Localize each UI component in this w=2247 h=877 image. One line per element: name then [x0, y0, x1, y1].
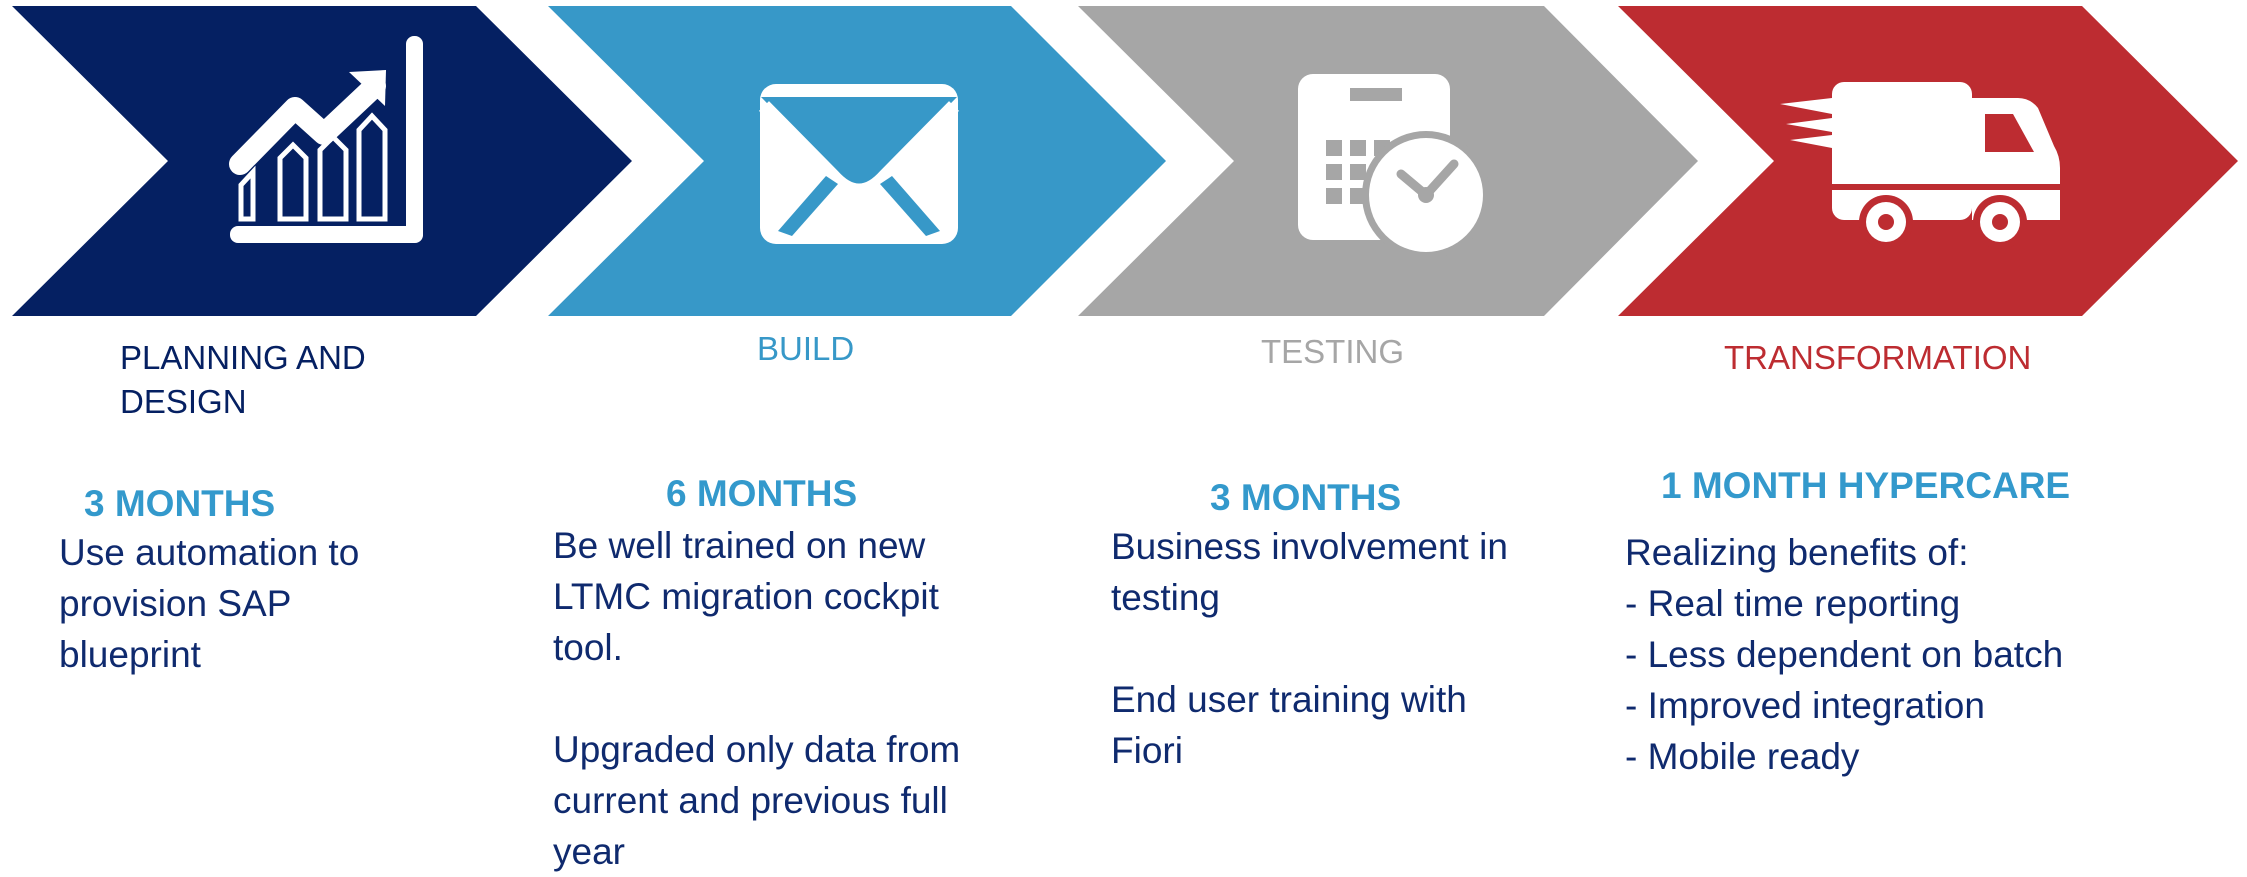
calendar-clock-icon — [1298, 74, 1490, 259]
description-line: LTMC migration cockpit — [553, 576, 939, 617]
phase-duration-testing: 3 MONTHS — [1210, 477, 1402, 518]
phase-title-testing: TESTING — [1261, 330, 1404, 374]
delivery-truck-icon — [1780, 82, 2060, 249]
description-line: Be well trained on new — [553, 525, 926, 566]
description-line: provision SAP — [59, 583, 292, 624]
description-line: tool. — [553, 627, 623, 668]
phase-title-line: DESIGN — [120, 383, 247, 420]
growth-chart-icon — [229, 36, 423, 243]
description-line: current and previous full — [553, 780, 948, 821]
phase-title-line: BUILD — [757, 330, 855, 367]
phase-description-testing: Business involvement in testing End user… — [1111, 521, 1508, 776]
phase-title-build: BUILD — [757, 327, 854, 371]
phase-duration-transformation: 1 MONTH HYPERCARE — [1661, 465, 2071, 506]
phase-duration-planning-and-design: 3 MONTHS — [84, 483, 276, 524]
description-line: Business involvement in — [1111, 526, 1508, 567]
phase-description-build: Be well trained on new LTMC migration co… — [553, 520, 960, 877]
description-spacer — [1111, 623, 1508, 674]
description-line: Upgraded only data from — [553, 729, 961, 770]
description-spacer — [553, 673, 960, 724]
phase-title-line: PLANNING AND — [120, 339, 366, 376]
description-line: blueprint — [59, 634, 201, 675]
description-line: Fiori — [1111, 730, 1183, 771]
phase-title-line: TRANSFORMATION — [1724, 339, 2032, 376]
phase-duration-build: 6 MONTHS — [666, 473, 858, 514]
phase-title-transformation: TRANSFORMATION — [1724, 336, 2031, 380]
description-line: - Less dependent on batch — [1625, 634, 2064, 675]
envelope-icon — [759, 84, 959, 244]
phase-description-planning-and-design: Use automation to provision SAP blueprin… — [59, 527, 359, 680]
description-line: testing — [1111, 577, 1221, 618]
description-line: - Mobile ready — [1625, 736, 1860, 777]
phase-title-line: TESTING — [1261, 333, 1405, 370]
description-line: End user training with — [1111, 679, 1467, 720]
phase-description-transformation: Realizing benefits of: - Real time repor… — [1625, 527, 2063, 782]
phase-title-planning-and-design: PLANNING AND DESIGN — [120, 336, 366, 424]
description-line: Use automation to — [59, 532, 360, 573]
description-line: Realizing benefits of: — [1625, 532, 1969, 573]
process-chevrons — [12, 6, 2238, 316]
description-line: - Real time reporting — [1625, 583, 1961, 624]
description-line: - Improved integration — [1625, 685, 1985, 726]
description-line: year — [553, 831, 625, 872]
